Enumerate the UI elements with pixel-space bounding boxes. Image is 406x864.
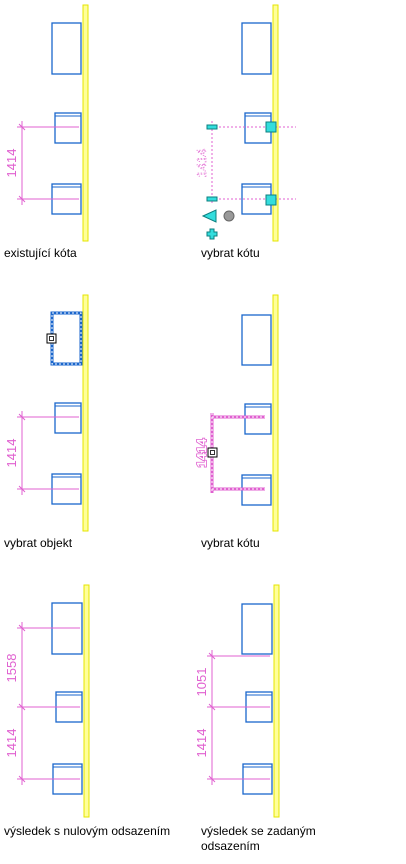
plus-grip-icon[interactable]	[206, 228, 218, 240]
triangle-grip-icon[interactable]	[201, 209, 217, 223]
caption-result-custom-offset-line2: odsazením	[201, 839, 260, 853]
panel-select-dimension-1: 1414	[194, 4, 296, 242]
dimension-label-lower: 1414	[194, 729, 209, 758]
grip-square-icon[interactable]	[265, 121, 277, 133]
caption-select-dimension: vybrat kótu	[201, 536, 260, 550]
dimension-label: 1414	[4, 149, 19, 178]
object-box	[54, 112, 82, 144]
grip-square-icon[interactable]	[265, 194, 277, 206]
wall	[273, 584, 280, 818]
caption-existing-dimension: existující kóta	[4, 246, 77, 260]
selected-dimension-chain	[210, 413, 265, 493]
dimension-label-lower: 1414	[4, 729, 19, 758]
object-box	[244, 403, 272, 435]
object-box	[241, 314, 272, 366]
dimension-chain	[207, 650, 270, 785]
minus-grip-icon[interactable]	[206, 124, 218, 130]
object-box	[241, 603, 273, 655]
panel-select-dimension-2: 1414	[193, 294, 279, 532]
dimension-label-upper: 1051	[194, 668, 209, 697]
panel-result-custom-offset: 1051 1414	[194, 584, 280, 818]
caption-result-custom-offset: výsledek se zadaným	[201, 824, 316, 838]
panel-result-zero-offset: 1558 1414	[4, 584, 90, 818]
dimension-label: 1414	[194, 438, 209, 468]
panel-select-object: 1414	[4, 294, 89, 532]
dimension-chain	[17, 622, 80, 785]
circle-grip-icon[interactable]	[223, 210, 235, 222]
dimension-label-upper: 1558	[4, 654, 19, 683]
wall	[272, 294, 279, 532]
dimension-chain	[17, 411, 79, 495]
dimension-label: 1414	[4, 439, 19, 468]
wall	[83, 584, 90, 818]
minus-grip-icon[interactable]	[206, 196, 218, 202]
object-box	[54, 402, 82, 434]
caption-result-zero-offset: výsledek s nulovým odsazením	[4, 824, 171, 838]
wall	[82, 4, 89, 242]
caption-select-object: vybrat objekt	[4, 536, 73, 550]
object-box	[51, 22, 82, 75]
dimension-chain	[17, 121, 79, 205]
panel-existing-dimension: 1414	[4, 4, 89, 242]
selected-dimension-chain	[207, 121, 296, 205]
wall	[82, 294, 89, 532]
dimension-label: 1414	[194, 149, 209, 178]
object-grip-icon[interactable]	[46, 333, 57, 344]
caption-select-dimension: vybrat kótu	[201, 246, 260, 260]
object-grip-icon[interactable]	[207, 447, 218, 458]
object-box	[241, 22, 272, 75]
